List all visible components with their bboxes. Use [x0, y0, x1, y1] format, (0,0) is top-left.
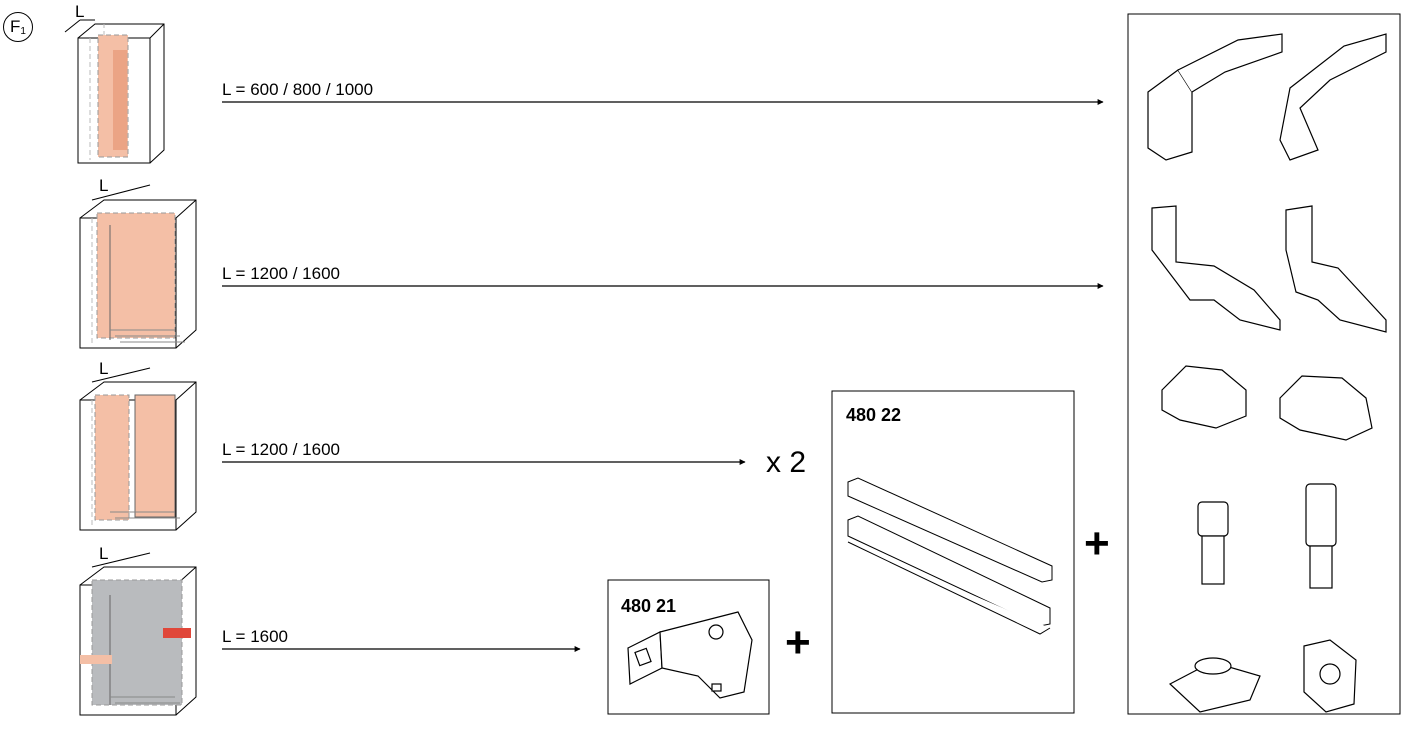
dimension-label-1: L — [75, 2, 85, 21]
bracket-part-icon — [627, 611, 753, 699]
dimension-arrow — [91, 367, 151, 383]
plus-sign-2: + — [1084, 519, 1110, 568]
row-label-3: L = 1200 / 1600 — [222, 440, 341, 459]
plus-sign-1: + — [785, 618, 811, 667]
row-label-4: L = 1600 — [222, 627, 289, 646]
angle-bracket-lower-icon — [1151, 205, 1387, 333]
rail-parts-icon — [847, 477, 1053, 635]
row-label-2: L = 1200 / 1600 — [222, 264, 341, 283]
enclosure-2 — [79, 184, 197, 349]
dimension-label-3: L — [99, 359, 109, 378]
dimension-arrow — [64, 19, 95, 33]
enclosure-1 — [64, 19, 165, 164]
cage-nut-icon — [1168, 639, 1357, 713]
dimension-label-2: L — [99, 176, 109, 195]
multiplier-label: x 2 — [766, 446, 807, 479]
figure-marker: F1 — [3, 12, 33, 42]
kit-box-480-22 — [831, 390, 1075, 714]
dimension-arrow — [91, 552, 151, 568]
enclosure-4 — [79, 552, 197, 716]
clip-connector-icon — [1161, 365, 1373, 441]
dimension-arrow — [91, 184, 151, 201]
row-label-1: L = 600 / 800 / 1000 — [222, 80, 374, 99]
enclosure-3 — [79, 367, 197, 531]
kit-code-480-22: 480 22 — [846, 405, 902, 425]
dimension-label-4: L — [99, 544, 109, 563]
kit-code-480-21: 480 21 — [621, 596, 677, 616]
angle-bracket-upper-icon — [1147, 33, 1387, 161]
screw-spacer-icon — [1197, 483, 1337, 589]
